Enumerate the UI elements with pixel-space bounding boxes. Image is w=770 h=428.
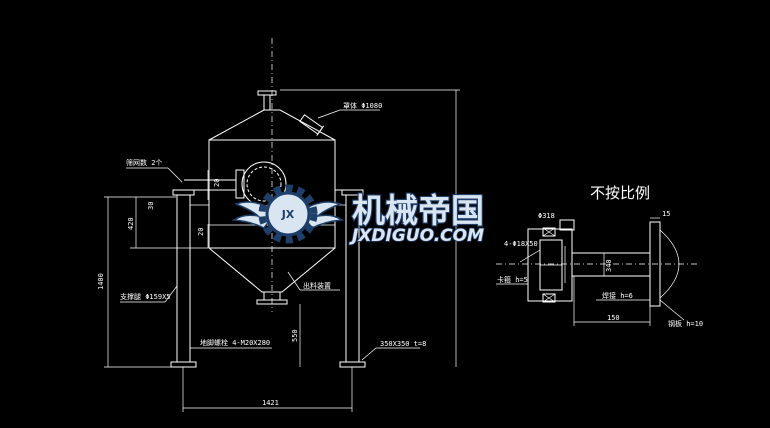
callout-support-leg: 支撑腿 Φ159X5 <box>120 292 171 301</box>
leader-hood <box>317 109 341 119</box>
left-base-plate <box>170 361 197 368</box>
bottom-cone <box>208 247 336 293</box>
vent-nozzle <box>299 114 325 136</box>
main-dimensions: 1400 420 30 20 20 550 1421 <box>97 89 460 412</box>
clamp-block <box>527 228 573 302</box>
leader-discharge <box>287 271 301 291</box>
dim-550: 550 <box>291 329 299 342</box>
leader-base <box>361 347 377 361</box>
gear-body <box>265 191 311 237</box>
label-plate: 钢板 h=10 <box>668 319 703 328</box>
label-weld: 焊接 h=6 <box>602 291 633 300</box>
bottom-nozzle-flange <box>256 299 288 305</box>
dim-15: 15 <box>662 210 670 218</box>
end-plate <box>649 221 661 307</box>
dim-1421: 1421 <box>262 399 279 407</box>
top-nozzle-flange <box>257 90 277 96</box>
dim-20b: 20 <box>197 228 205 236</box>
dim-420: 420 <box>127 217 135 230</box>
callout-anchor: 地脚螺栓 4-M20X280 <box>200 338 270 347</box>
gear-icon <box>258 184 318 244</box>
dim-20a: 20 <box>213 179 221 187</box>
bolt-bottom <box>542 293 556 303</box>
dim-150: 150 <box>607 314 620 322</box>
label-clamp: 卡箍 h=5 <box>497 275 528 284</box>
right-leg-cap <box>341 189 364 196</box>
detail-note: 不按比例 <box>590 184 650 202</box>
callout-hood: 罩体 Φ1080 <box>343 101 382 110</box>
brand-name-en: JXDIGUO.COM <box>349 226 484 246</box>
brand-name-cn: 机械帝国 <box>352 191 484 230</box>
callout-screen-spring: 筛网数 2个 <box>126 158 162 167</box>
dim-1400: 1400 <box>97 273 105 290</box>
watermark-logo: JX 机械帝国 JXDIGUO.COM <box>231 184 485 247</box>
callout-discharge: 出料装置 <box>303 281 331 290</box>
bolt-top <box>542 227 556 237</box>
leader-screen <box>167 167 183 183</box>
right-base-plate <box>339 361 366 368</box>
left-leg-cap <box>172 189 195 196</box>
callout-base: 350X350 t=8 <box>380 340 426 348</box>
side-port-flange <box>235 169 245 199</box>
dim-30: 30 <box>147 202 155 210</box>
label-tube: Φ318 <box>538 212 555 220</box>
top-cone <box>208 109 336 141</box>
detail-view: 不按比例 15 340 150 Φ318 4-Φ18X <box>496 184 703 328</box>
cylinder-shell <box>208 139 336 249</box>
dim-340: 340 <box>605 259 613 272</box>
clamp-top-tab <box>559 219 575 231</box>
leader-flange <box>519 249 541 263</box>
leader-plate <box>659 299 685 321</box>
break-arc <box>659 229 680 299</box>
label-flange: 4-Φ18X50 <box>504 240 538 248</box>
leader-support-leg <box>164 285 178 303</box>
badge-initials: JX <box>281 208 295 221</box>
callouts: 罩体 Φ1080 筛网数 2个 支撑腿 Φ159X5 出料装置 地脚螺栓 4-M… <box>120 101 426 361</box>
sight-glass-bolts <box>246 166 282 202</box>
